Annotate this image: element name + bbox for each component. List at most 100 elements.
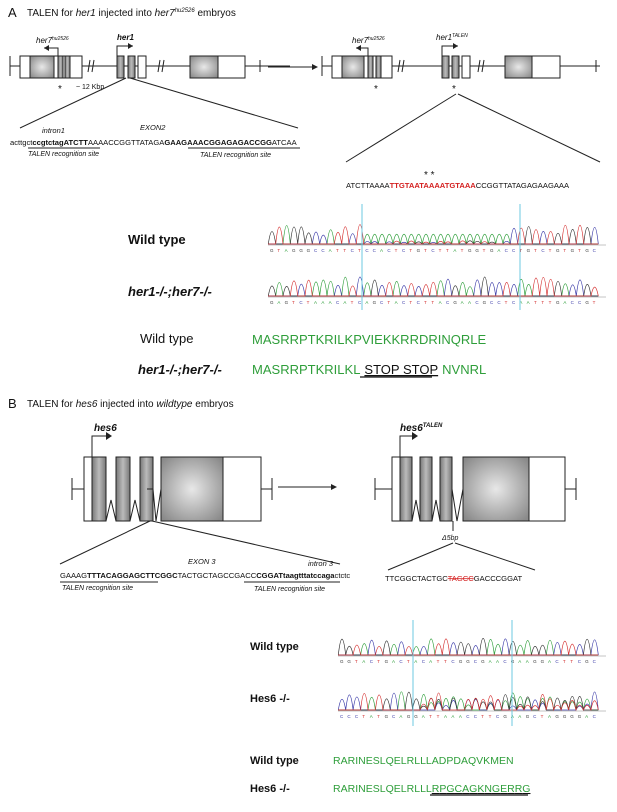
svg-text:T: T — [409, 300, 412, 305]
svg-text:G: G — [556, 300, 560, 305]
svg-text:A: A — [329, 300, 332, 305]
svg-text:G: G — [407, 714, 411, 719]
svg-text:A: A — [526, 659, 529, 664]
protein-wt-label-b: Wild type — [250, 755, 299, 767]
svg-text:G: G — [385, 659, 389, 664]
svg-text:T: T — [437, 659, 440, 664]
svg-text:C: C — [503, 659, 507, 664]
gene-model-right: her7hu2526 her1TALEN * * — [321, 33, 601, 163]
svg-text:C: C — [347, 714, 351, 719]
svg-text:C: C — [365, 248, 369, 253]
svg-text:C: C — [387, 248, 391, 253]
svg-text:C: C — [578, 659, 582, 664]
svg-text:C: C — [505, 248, 509, 253]
svg-text:G: G — [347, 659, 351, 664]
svg-text:C: C — [380, 300, 384, 305]
talen-site-a1: TALEN recognition site — [28, 151, 99, 158]
svg-text:A: A — [399, 714, 402, 719]
svg-text:C: C — [336, 300, 340, 305]
hes6-label-right: hes6TALEN — [400, 423, 443, 434]
svg-text:C: C — [474, 714, 478, 719]
svg-text:C: C — [402, 248, 406, 253]
svg-text:T: T — [578, 248, 581, 253]
svg-text:T: T — [483, 248, 486, 253]
svg-text:T: T — [541, 714, 544, 719]
svg-text:G: G — [475, 248, 479, 253]
sequence-line-b: GAAAGTTTACAGGAGCTTCGGCTACTGCTAGCCGACCCGG… — [60, 571, 350, 580]
svg-text:T: T — [563, 248, 566, 253]
svg-text:G: G — [414, 714, 418, 719]
svg-text:G: G — [555, 714, 559, 719]
protein-wt-label-a: Wild type — [140, 331, 193, 346]
svg-text:T: T — [489, 714, 492, 719]
svg-text:A: A — [468, 300, 471, 305]
svg-text:A: A — [453, 248, 456, 253]
mutant-seq-line-a: ATCTTAAAATTGTAATAAAATGTAAACCGGTTATAGAGAA… — [346, 181, 570, 190]
svg-text:G: G — [340, 659, 344, 664]
svg-text:C: C — [358, 300, 362, 305]
svg-text:C: C — [373, 248, 377, 253]
svg-text:C: C — [451, 659, 455, 664]
svg-text:T: T — [431, 300, 434, 305]
svg-text:C: C — [399, 659, 403, 664]
svg-text:C: C — [512, 248, 516, 253]
sequence-line-a: acttgctccgtctagATCTTAAAACCGGTTATAGAGAAGA… — [10, 138, 298, 147]
svg-text:G: G — [571, 248, 575, 253]
svg-text:C: C — [392, 714, 396, 719]
exon2-label: EXON2 — [140, 123, 166, 132]
svg-text:G: G — [490, 248, 494, 253]
svg-text:G: G — [270, 248, 274, 253]
svg-text:A: A — [497, 248, 500, 253]
panel-a-letter: A — [8, 5, 17, 20]
svg-text:C: C — [578, 300, 582, 305]
svg-text:C: C — [496, 714, 500, 719]
svg-text:C: C — [370, 659, 374, 664]
svg-text:A: A — [380, 248, 383, 253]
svg-text:G: G — [307, 248, 311, 253]
svg-text:T: T — [534, 300, 537, 305]
svg-text:G: G — [385, 714, 389, 719]
transform-arrow-a — [268, 64, 318, 70]
svg-text:T: T — [570, 659, 573, 664]
svg-text:A: A — [518, 659, 521, 664]
mutation-asterisks-a: * * — [424, 170, 435, 181]
mutant-sequence-a: * * ATCTTAAAATTGTAATAAAATGTAAACCGGTTATAG… — [346, 170, 570, 190]
panel-b-title: TALEN for hes6 injected into wildtype em… — [27, 399, 234, 410]
svg-text:C: C — [474, 659, 478, 664]
svg-text:T: T — [377, 659, 380, 664]
svg-text:A: A — [461, 300, 464, 305]
panel-b-letter: B — [8, 396, 17, 411]
svg-text:G: G — [533, 659, 537, 664]
svg-text:T: T — [439, 248, 442, 253]
svg-text:C: C — [541, 248, 545, 253]
svg-text:C: C — [512, 300, 516, 305]
svg-text:A: A — [519, 300, 522, 305]
svg-text:G: G — [453, 300, 457, 305]
her7-label-right: her7hu2526 — [352, 36, 385, 45]
svg-text:T: T — [424, 248, 427, 253]
svg-text:G: G — [527, 248, 531, 253]
svg-text:T: T — [387, 300, 390, 305]
svg-text:A: A — [585, 714, 588, 719]
svg-text:A: A — [392, 659, 395, 664]
svg-text:A: A — [459, 714, 462, 719]
svg-text:A: A — [489, 659, 492, 664]
svg-text:T: T — [409, 248, 412, 253]
svg-text:C: C — [355, 714, 359, 719]
svg-text:A: A — [439, 300, 442, 305]
svg-text:T: T — [362, 714, 365, 719]
svg-text:A: A — [414, 659, 417, 664]
chromatogram-mut-label-a: her1-/-;her7-/- — [128, 284, 212, 299]
asterisk-right-1: * — [374, 84, 378, 95]
svg-text:G: G — [585, 659, 589, 664]
svg-text:C: C — [431, 248, 435, 253]
hes6-model-right: hes6TALEN Δ5bp — [374, 423, 577, 571]
her1-label-left: her1 — [117, 33, 134, 42]
mutant-seq-line-b: TTCGGCTACTGCTAGCCGACCCGGAT — [385, 574, 522, 583]
svg-text:C: C — [593, 248, 597, 253]
svg-text:G: G — [481, 659, 485, 664]
svg-text:G: G — [585, 300, 589, 305]
svg-text:T: T — [444, 659, 447, 664]
svg-text:G: G — [270, 300, 274, 305]
svg-text:A: A — [496, 659, 499, 664]
